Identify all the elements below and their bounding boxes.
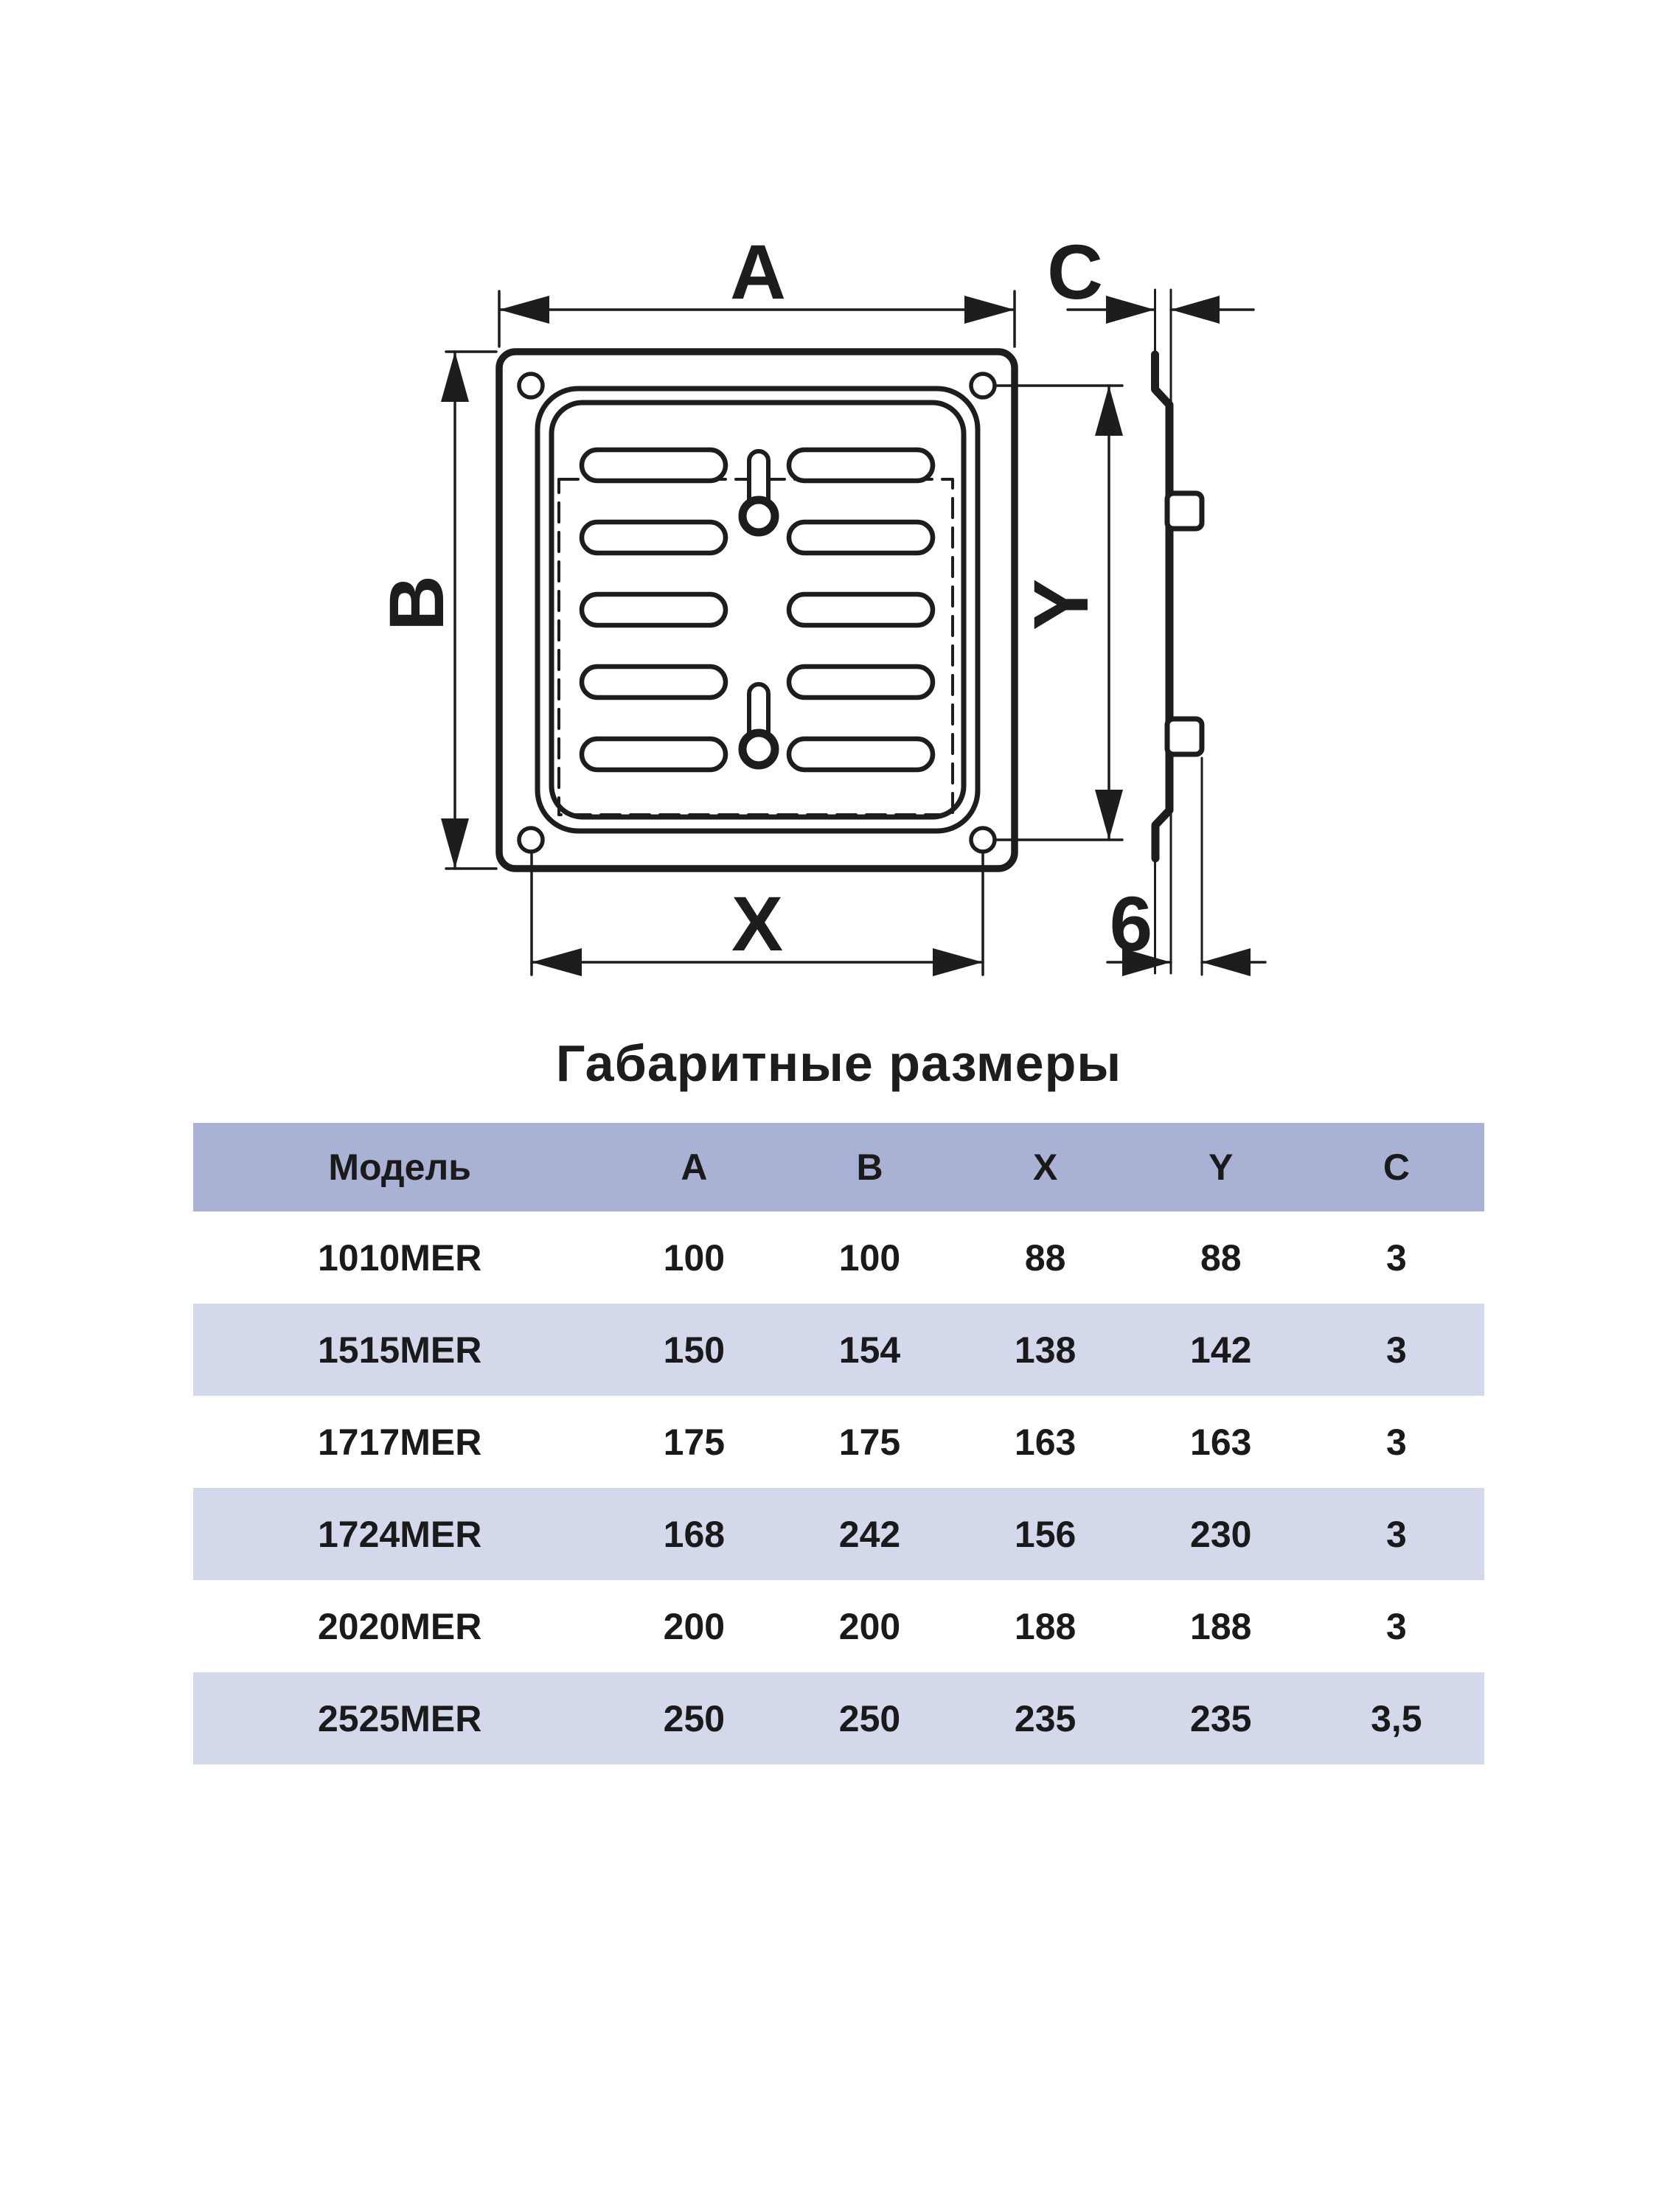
- model-cell: 1724MER: [317, 1513, 482, 1555]
- grille-front-view: [495, 348, 1018, 872]
- section-title: Габаритные размеры: [555, 1034, 1122, 1092]
- value-c-cell: 3: [1385, 1237, 1407, 1279]
- col-header-b: B: [856, 1147, 883, 1188]
- dimension-drawing: A C B Y: [374, 229, 1267, 976]
- value-c-cell: 3: [1385, 1513, 1407, 1555]
- value-a-cell: 250: [663, 1697, 726, 1739]
- value-b-cell: 100: [838, 1237, 901, 1279]
- table-body: 1010MER 100 100 88 88 3 1515MER 150 154 …: [193, 1211, 1484, 1764]
- value-x-cell: 138: [1014, 1329, 1077, 1371]
- label-a: A: [730, 229, 786, 316]
- model-cell: 2020MER: [317, 1605, 482, 1647]
- table-header-row: Модель A B X Y C: [193, 1123, 1484, 1211]
- model-cell: 1515MER: [317, 1329, 482, 1371]
- col-header-c: C: [1382, 1147, 1410, 1188]
- value-y-cell: 142: [1190, 1329, 1252, 1371]
- keyhole-mount-bottom: [738, 682, 779, 770]
- grille-side-view: [1151, 288, 1205, 976]
- value-a-cell: 150: [663, 1329, 726, 1371]
- value-b-cell: 250: [838, 1697, 901, 1739]
- label-y: Y: [1018, 579, 1105, 630]
- table-row: 1724MER 168 242 156 230 3: [193, 1488, 1484, 1580]
- value-y-cell: 188: [1190, 1605, 1252, 1647]
- model-cell: 2525MER: [317, 1697, 482, 1739]
- table-row: 1010MER 100 100 88 88 3: [193, 1211, 1484, 1304]
- value-a-cell: 100: [663, 1237, 726, 1279]
- value-x-cell: 188: [1014, 1605, 1077, 1647]
- fixing-tab-bottom: [1164, 716, 1205, 757]
- dimension-a: A: [498, 229, 1016, 348]
- label-b: B: [374, 575, 460, 631]
- value-x-cell: 156: [1014, 1513, 1077, 1555]
- table-row: 1717MER 175 175 163 163 3: [193, 1396, 1484, 1488]
- col-header-y: Y: [1208, 1147, 1234, 1188]
- fixing-tab-top: [1164, 490, 1205, 532]
- corner-screw-holes: [517, 372, 997, 854]
- model-cell: 1010MER: [317, 1237, 482, 1279]
- value-y-cell: 88: [1200, 1237, 1242, 1279]
- dimension-tab-depth: 6: [1106, 881, 1267, 976]
- value-b-cell: 175: [838, 1421, 901, 1463]
- value-b-cell: 200: [838, 1605, 901, 1647]
- value-x-cell: 163: [1014, 1421, 1077, 1463]
- value-a-cell: 175: [663, 1421, 726, 1463]
- dimension-y: Y: [995, 384, 1124, 841]
- value-x-cell: 88: [1024, 1237, 1066, 1279]
- keyhole-mount-top: [738, 449, 779, 537]
- inner-panel-outline: [535, 386, 981, 834]
- table-row: 2525MER 250 250 235 235 3,5: [193, 1672, 1484, 1764]
- col-header-model: Модель: [328, 1147, 471, 1188]
- value-y-cell: 230: [1190, 1513, 1252, 1555]
- outer-frame: [495, 348, 1018, 872]
- value-y-cell: 235: [1190, 1697, 1252, 1739]
- col-header-a: A: [681, 1147, 708, 1188]
- value-y-cell: 163: [1190, 1421, 1252, 1463]
- col-header-x: X: [1032, 1147, 1058, 1188]
- label-c: C: [1047, 229, 1103, 316]
- table-row: 2020MER 200 200 188 188 3: [193, 1580, 1484, 1672]
- louver-slots: [579, 447, 936, 773]
- label-x: X: [731, 881, 783, 967]
- dimension-c: C: [1047, 229, 1255, 324]
- value-c-cell: 3: [1385, 1421, 1407, 1463]
- value-a-cell: 200: [663, 1605, 726, 1647]
- dimension-b: B: [374, 350, 498, 870]
- table-row: 1515MER 150 154 138 142 3: [193, 1304, 1484, 1396]
- dimensions-table: Модель A B X Y C 1010MER 100 100 88 88 3…: [193, 1123, 1484, 1764]
- value-b-cell: 154: [838, 1329, 901, 1371]
- value-a-cell: 168: [663, 1513, 726, 1555]
- flange-profile: [1151, 350, 1174, 863]
- value-b-cell: 242: [838, 1513, 901, 1555]
- value-c-cell: 3: [1385, 1605, 1407, 1647]
- value-x-cell: 235: [1014, 1697, 1077, 1739]
- label-tab-depth: 6: [1110, 881, 1152, 967]
- value-c-cell: 3,5: [1371, 1697, 1422, 1739]
- dimension-x: X: [530, 852, 984, 976]
- model-cell: 1717MER: [317, 1421, 482, 1463]
- value-c-cell: 3: [1385, 1329, 1407, 1371]
- inner-panel-face: [549, 400, 967, 820]
